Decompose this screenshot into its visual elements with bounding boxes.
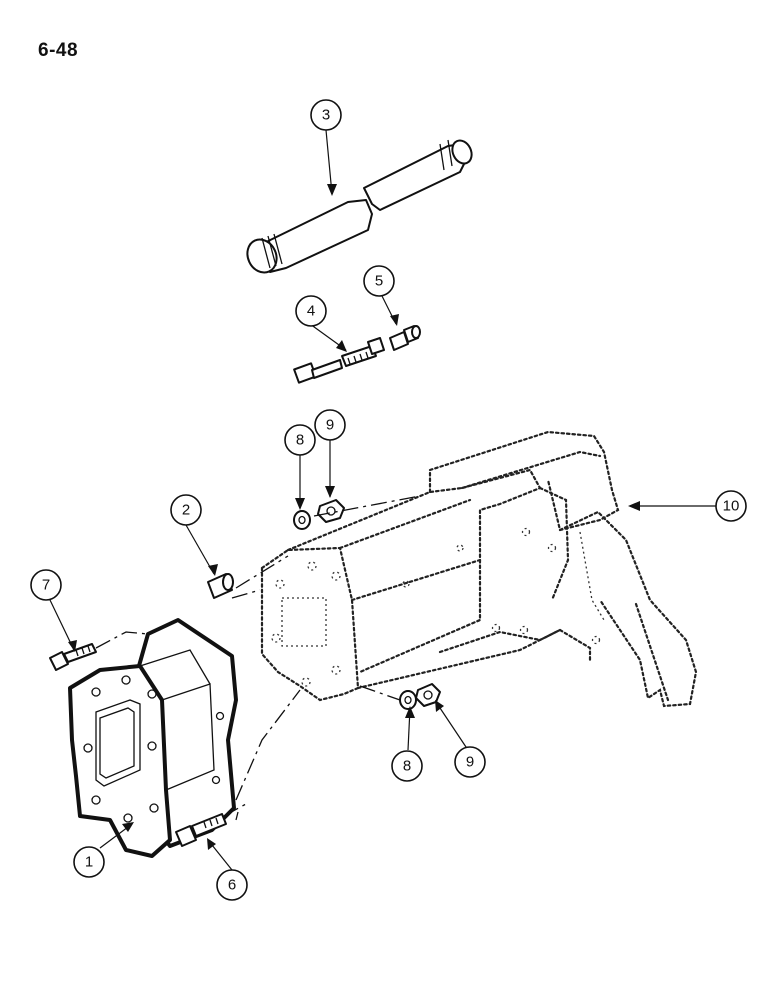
housing-outline: [260, 430, 698, 708]
callout-7-label: 7: [42, 577, 50, 594]
callout-5: 5: [363, 265, 395, 297]
callout-9-lower-label: 9: [466, 754, 474, 771]
callout-2: 2: [170, 494, 202, 526]
bolt-lower-part: [175, 813, 227, 847]
callout-4-label: 4: [307, 303, 315, 320]
callout-1: 1: [73, 846, 105, 878]
washer-upper-part: [293, 510, 311, 530]
page-number: 6-48: [38, 40, 79, 61]
callout-8-upper: 8: [284, 424, 316, 456]
callout-3-label: 3: [322, 107, 330, 124]
callout-9-upper-label: 9: [326, 417, 334, 434]
callout-2-label: 2: [182, 502, 190, 519]
bolt-upper-part: [49, 643, 97, 671]
bushing-part: [207, 573, 234, 599]
callout-3: 3: [310, 99, 342, 131]
callout-9-lower: 9: [454, 746, 486, 778]
callout-5-label: 5: [375, 273, 383, 290]
fitting-part: [389, 325, 421, 351]
washer-lower-part: [399, 690, 417, 710]
callout-8-lower: 8: [391, 750, 423, 782]
callout-6: 6: [216, 869, 248, 901]
callout-1-label: 1: [85, 854, 93, 871]
screw-part: [293, 337, 385, 384]
nut-upper-part: [317, 499, 345, 523]
shaft-part: [246, 139, 473, 274]
alignment-lines: [95, 495, 421, 821]
callout-9-upper: 9: [314, 409, 346, 441]
callout-10: 10: [715, 490, 747, 522]
callout-7: 7: [30, 569, 62, 601]
callout-10-label: 10: [723, 498, 740, 515]
callout-6-label: 6: [228, 877, 236, 894]
callout-4: 4: [295, 295, 327, 327]
leader-lines: [49, 129, 716, 871]
callout-8-upper-label: 8: [296, 432, 304, 449]
callout-8-lower-label: 8: [403, 758, 411, 775]
